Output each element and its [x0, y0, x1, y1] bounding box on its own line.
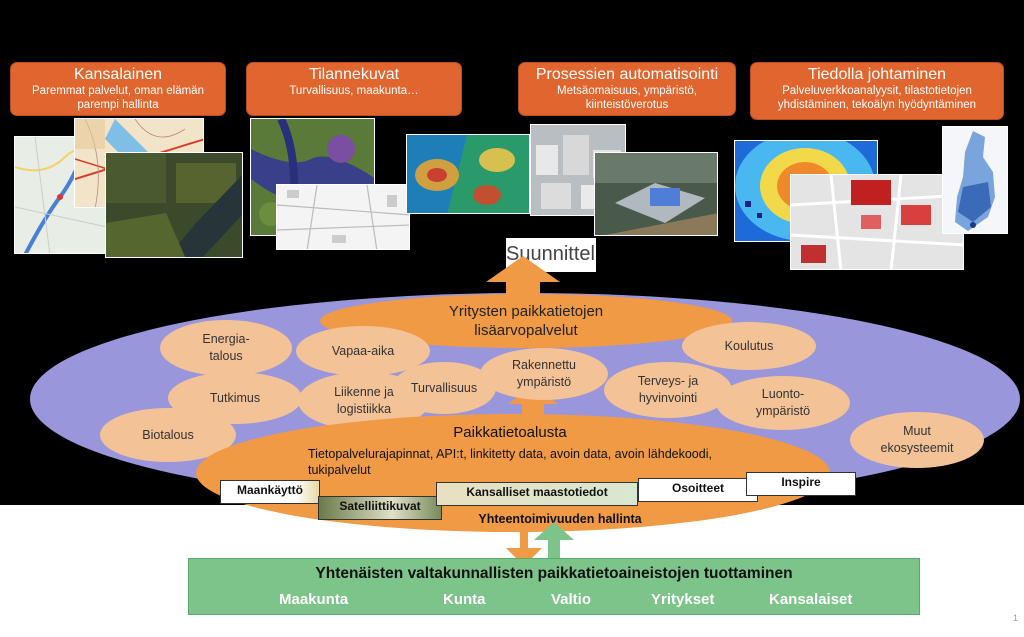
box-subtitle: Metsäomaisuus, ympäristö, kiinteistövero…	[557, 85, 697, 111]
finland-choropleth-image	[942, 126, 1008, 234]
dataset-osoitteet: Osoitteet	[638, 478, 758, 502]
actor-kansalaiset: Kansalaiset	[769, 591, 853, 608]
governance-label: Yhteentoimivuuden hallinta	[478, 512, 642, 526]
street-map-image	[276, 184, 410, 250]
box-tilannekuvat: Tilannekuvat Turvallisuus, maakunta…	[246, 62, 462, 116]
production-bar: Yhtenäisten valtakunnallisten paikkatiet…	[188, 558, 920, 615]
building-render-image	[594, 152, 718, 236]
sector-label: Terveys- ja hyvinvointi	[637, 374, 699, 405]
box-subtitle: Palveluverkkoanalyysit, tilastotietojen …	[777, 85, 977, 111]
dataset-inspire: Inspire	[746, 472, 856, 496]
sector-label: Luonto- ympäristö	[755, 387, 811, 418]
box-subtitle: Turvallisuus, maakunta…	[289, 85, 419, 97]
value-added-line2: lisäarvopalvelut	[474, 322, 578, 339]
platform-title: Paikkatietoalusta	[453, 424, 567, 441]
actor-valtio: Valtio	[551, 591, 592, 608]
sector-luontoymparisto: Luonto- ympäristö	[716, 376, 850, 430]
box-title: Kansalainen	[73, 66, 163, 83]
sector-rakennettu-ymparisto: Rakennettu ympäristö	[480, 348, 608, 400]
value-added-line1: Yritysten paikkatietojen	[448, 303, 604, 320]
sector-label: Koulutus	[724, 338, 774, 353]
sector-tutkimus: Tutkimus	[168, 372, 302, 424]
actor-yritykset: Yritykset	[651, 591, 715, 608]
platform-description: Tietopalvelurajapinnat, API:t, linkitett…	[308, 447, 712, 477]
sector-vapaa-aika: Vapaa-aika	[296, 326, 430, 376]
sector-label: Vapaa-aika	[331, 343, 395, 358]
sector-biotalous: Biotalous	[100, 408, 236, 462]
sector-terveys-hyvinvointi: Terveys- ja hyvinvointi	[604, 362, 732, 418]
box-subtitle: Paremmat palvelut, oman elämän parempi h…	[32, 85, 204, 111]
actor-kunta: Kunta	[443, 591, 486, 608]
box-title: Prosessien automatisointi	[535, 66, 719, 83]
box-title: Tilannekuvat	[308, 66, 400, 83]
bidirectional-arrows	[506, 522, 574, 566]
sector-energiatalous: Energia- talous	[160, 320, 292, 376]
sector-label: Tutkimus	[209, 390, 261, 405]
production-title: Yhtenäisten valtakunnallisten paikkatiet…	[315, 565, 793, 582]
box-prosessien-automatisointi: Prosessien automatisointi Metsäomaisuus,…	[518, 62, 736, 116]
paikkatietoalusta	[196, 414, 830, 532]
sector-muut-ekosysteemit: Muut ekosysteemit	[850, 412, 984, 468]
box-tiedolla-johtaminen: Tiedolla johtaminen Palveluverkkoanalyys…	[750, 62, 1004, 120]
box-title: Tiedolla johtaminen	[807, 66, 947, 83]
sector-label: Turvallisuus	[410, 380, 478, 395]
sector-koulutus: Koulutus	[682, 322, 816, 370]
city-density-map-image	[790, 174, 964, 270]
sector-label: Muut ekosysteemit	[880, 424, 954, 455]
sector-label: Rakennettu ympäristö	[512, 358, 576, 389]
sector-label: Liikenne ja logistiikka	[334, 385, 394, 416]
aerial-lake-image	[105, 152, 243, 258]
dataset-kansalliset-maastotiedot: Kansalliset maastotiedot	[436, 482, 638, 506]
up-arrow-top	[486, 256, 560, 308]
dataset-maankaytto: Maankäyttö	[220, 480, 320, 504]
terrain-heightmap-image	[406, 134, 530, 214]
box-kansalainen: Kansalainen Paremmat palvelut, oman eläm…	[10, 62, 226, 116]
sector-turvallisuus: Turvallisuus	[392, 362, 496, 414]
sector-label: Biotalous	[142, 427, 194, 442]
sector-label: Energia- talous	[202, 332, 250, 363]
dataset-satelliittikuvat: Satelliittikuvat	[318, 496, 442, 520]
actor-maakunta: Maakunta	[279, 591, 349, 608]
page-number: 1	[1012, 613, 1018, 623]
